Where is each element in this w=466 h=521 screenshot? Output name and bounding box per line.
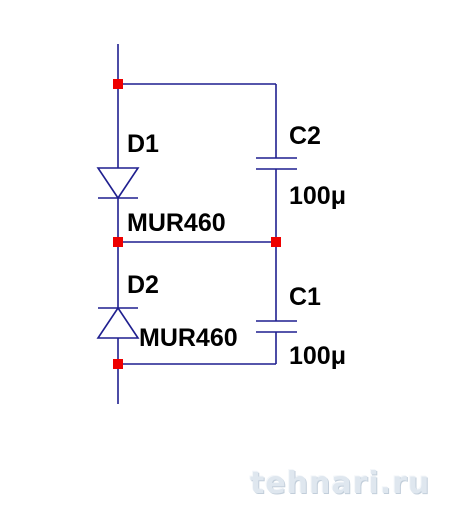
diode-d2-symbol <box>96 306 140 339</box>
c1-ref-label: C1 <box>289 283 321 311</box>
node-middle-right <box>271 237 281 247</box>
node-top <box>113 79 123 89</box>
diode-d1-symbol <box>96 167 140 200</box>
node-bottom <box>113 359 123 369</box>
c2-value-label: 100μ <box>289 182 347 210</box>
watermark: tehnari.ru <box>250 466 431 501</box>
node-middle-left <box>113 237 123 247</box>
c1-value-label: 100μ <box>289 342 347 370</box>
d1-ref-label: D1 <box>127 130 159 158</box>
d2-ref-label: D2 <box>127 271 159 299</box>
c2-ref-label: C2 <box>289 122 321 150</box>
d2-model-label: MUR460 <box>139 324 238 352</box>
d1-model-label: MUR460 <box>127 209 226 237</box>
